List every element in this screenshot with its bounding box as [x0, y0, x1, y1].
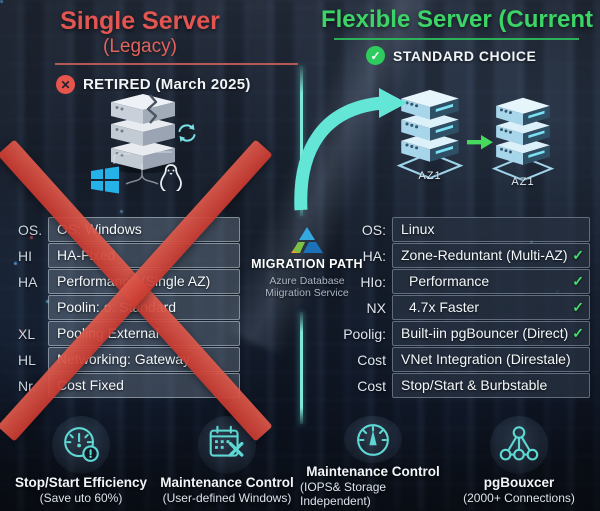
table-row: NX 4.7x Faster✓	[336, 295, 590, 320]
row-value: Linux	[392, 217, 590, 242]
left-divider-line	[55, 63, 298, 65]
table-row: Cost VNet Integration (Direstale)	[336, 347, 590, 372]
az-label-1: AZ1	[418, 170, 442, 182]
benefits-footer: Stop/Start Efficiency (Save uto 60%)	[8, 416, 592, 508]
stopwatch-gauge-icon	[52, 416, 110, 474]
benefit-subtitle: (User-defined Windows)	[162, 491, 292, 505]
right-column-title: Flexible Server (Current	[320, 6, 594, 33]
row-value: Zone-Reduntant (Multi-AZ)✓	[392, 243, 590, 268]
curved-arrow-icon	[294, 88, 407, 211]
benefit-stop-start-efficiency: Stop/Start Efficiency (Save uto 60%)	[8, 416, 154, 508]
check-icon: ✓	[572, 299, 584, 315]
server-stack-icon	[396, 89, 464, 180]
row-label: XL	[18, 325, 36, 342]
table-row: HIo: Performance✓	[336, 269, 590, 294]
green-arrow-icon	[467, 135, 493, 150]
row-label: HA:	[362, 247, 386, 264]
right-divider-line	[334, 38, 579, 40]
row-value: Stop/Start & Burbstable	[392, 373, 590, 398]
benefit-maintenance-windows: Maintenance Control (User-defined Window…	[154, 416, 300, 508]
table-row: HA: Zone-Reduntant (Multi-AZ)✓	[336, 243, 590, 268]
row-label: NX	[366, 299, 386, 316]
row-label: Cost	[357, 377, 386, 394]
check-icon: ✓	[572, 247, 584, 263]
row-label: OS.	[18, 221, 43, 238]
row-label: HI	[18, 247, 32, 264]
migration-path-line-top	[300, 66, 303, 216]
server-stack-icon	[491, 97, 555, 182]
row-label: HL	[18, 351, 36, 368]
migration-service-line2: Miigration Service	[265, 287, 349, 299]
calendar-x-icon	[198, 416, 256, 474]
benefit-pgbouncer: pgBouxcer (2000+ Connections)	[446, 416, 592, 508]
row-value: Built-iin pgBouncer (Direct)✓	[392, 321, 590, 346]
table-row: Poolig: Built-iin pgBouncer (Direct)✓	[336, 321, 590, 346]
row-label: OS:	[361, 221, 386, 238]
benefit-title: Maintenance Control	[160, 475, 294, 490]
migration-service-line1: Azure Database	[269, 275, 345, 287]
table-row: XLPooling External	[18, 321, 240, 346]
connector-lines	[113, 151, 172, 185]
az-label-2: AZ1	[511, 176, 535, 188]
migration-path-title: MIGRATION PATH	[251, 257, 363, 271]
retired-status-text: RETIRED (March 2025)	[83, 76, 251, 93]
check-icon: ✓	[572, 325, 584, 341]
standard-choice-badge: ✓ STANDARD CHOICE	[366, 46, 536, 65]
gauge-icon	[344, 416, 402, 463]
windows-logo-icon	[91, 166, 119, 194]
retired-status-badge: ✕ RETIRED (March 2025)	[56, 75, 251, 94]
table-row: OS: Linux	[336, 217, 590, 242]
row-value: 4.7x Faster✓	[392, 295, 590, 320]
benefit-title: pgBouxcer	[483, 475, 555, 490]
check-circle-icon: ✓	[366, 46, 385, 65]
rack-led-dots	[0, 0, 3, 3]
row-label: HA	[18, 273, 38, 290]
left-column-subtitle: (Legacy)	[103, 36, 177, 57]
row-label: HIo:	[360, 273, 386, 290]
benefit-title: Maintenance Control	[306, 464, 440, 479]
benefit-subtitle: (2000+ Connections)	[463, 491, 575, 505]
linux-penguin-icon	[160, 164, 182, 191]
network-nodes-icon	[490, 416, 548, 474]
cracked-server-icon	[111, 94, 175, 173]
row-value: Performance✓	[392, 269, 590, 294]
migration-path-line-bottom	[300, 312, 303, 424]
check-icon: ✓	[572, 273, 584, 289]
sync-icon	[178, 124, 196, 142]
benefit-subtitle: (Save uto 60%)	[39, 491, 123, 505]
table-row: Cost Stop/Start & Burbstable	[336, 373, 590, 398]
benefit-title: Stop/Start Efficiency	[14, 475, 148, 490]
row-label: Poolig:	[343, 325, 386, 342]
benefit-subtitle: (IOPS& Storage Independent)	[300, 480, 387, 508]
row-label: Cost	[357, 351, 386, 368]
standard-choice-text: STANDARD CHOICE	[393, 47, 537, 64]
azure-logo-icon	[291, 227, 323, 253]
row-value: VNet Integration (Direstale)	[392, 347, 590, 372]
x-circle-icon: ✕	[56, 75, 75, 94]
benefit-iops-storage: Maintenance Control (IOPS& Storage Indep…	[300, 416, 446, 508]
left-column-title: Single Server	[60, 7, 220, 35]
